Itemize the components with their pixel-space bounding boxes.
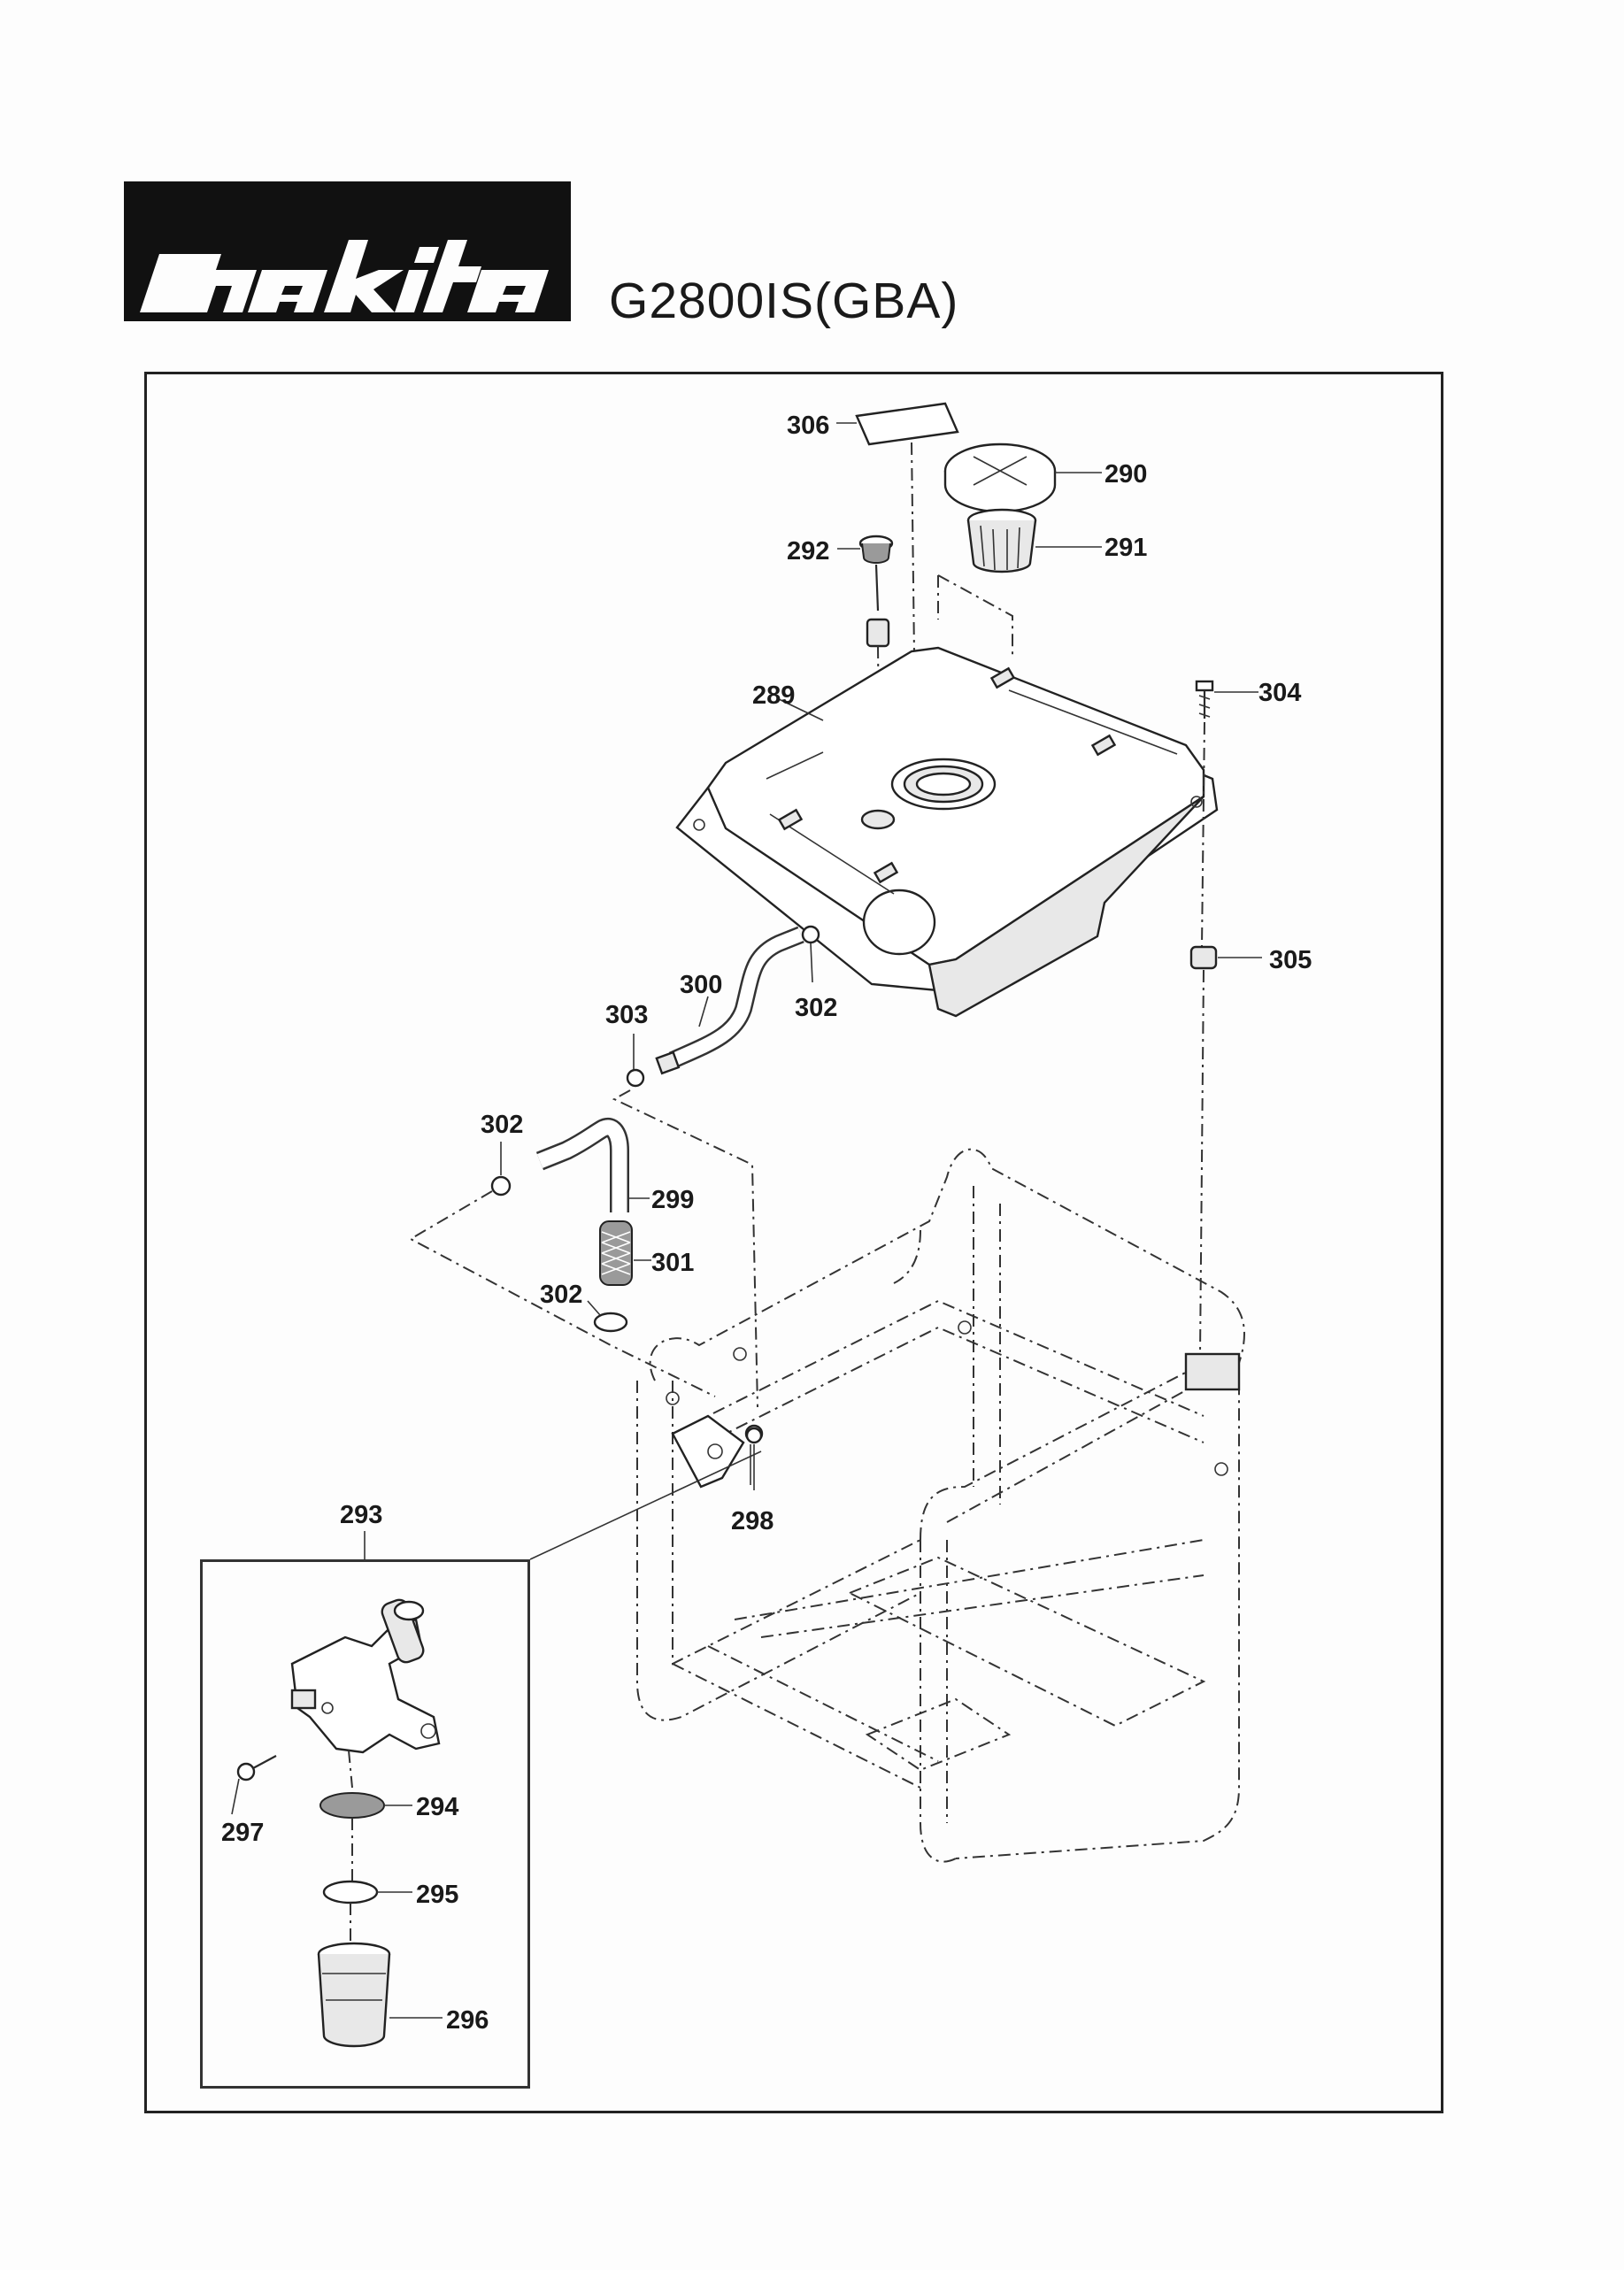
part-label-303: 303 bbox=[605, 1001, 648, 1029]
part-289-fuel-tank bbox=[675, 646, 1219, 1018]
part-303-clamp bbox=[612, 1034, 758, 1408]
part-label-306: 306 bbox=[787, 412, 829, 440]
part-297-screw bbox=[231, 1755, 277, 1815]
part-label-302-middle: 302 bbox=[481, 1111, 523, 1139]
part-label-292: 292 bbox=[787, 537, 829, 566]
part-label-302-lower: 302 bbox=[540, 1281, 582, 1309]
part-299-fuel-hose bbox=[535, 1118, 650, 1212]
generator-frame bbox=[636, 1148, 1245, 1863]
part-293-fuel-cock bbox=[290, 1450, 762, 1754]
part-302-clamp-upper bbox=[801, 925, 820, 983]
part-290-fuel-cap bbox=[943, 442, 1102, 513]
part-304-bolt bbox=[1195, 680, 1258, 948]
part-300-fuel-hose bbox=[655, 926, 804, 1075]
part-label-295: 295 bbox=[416, 1881, 458, 1909]
part-label-294: 294 bbox=[416, 1793, 458, 1821]
part-label-304: 304 bbox=[1258, 679, 1301, 707]
part-label-300: 300 bbox=[680, 971, 722, 999]
part-301-inline-filter bbox=[599, 1220, 651, 1286]
part-label-305: 305 bbox=[1269, 946, 1312, 974]
part-295-o-ring bbox=[322, 1880, 412, 1947]
part-296-fuel-cup bbox=[317, 1942, 443, 2048]
part-label-289: 289 bbox=[752, 681, 795, 710]
part-302-clamp-middle bbox=[408, 1142, 716, 1397]
part-298-bolt bbox=[745, 1427, 763, 1490]
part-label-302-upper: 302 bbox=[795, 994, 837, 1022]
part-291-fuel-strainer bbox=[937, 508, 1102, 655]
part-label-299: 299 bbox=[651, 1186, 694, 1214]
model-title: G2800IS(GBA) bbox=[609, 273, 959, 329]
diagram-frame bbox=[144, 372, 1443, 2113]
part-label-291: 291 bbox=[1104, 534, 1147, 562]
part-label-297: 297 bbox=[221, 1819, 264, 1847]
part-label-296: 296 bbox=[446, 2006, 489, 2035]
part-294-strainer-screen bbox=[319, 1750, 412, 1883]
makita-logo bbox=[124, 181, 571, 321]
fuel-cock-inset-frame bbox=[200, 1559, 530, 2089]
part-label-293: 293 bbox=[340, 1501, 382, 1529]
part-label-298: 298 bbox=[731, 1507, 774, 1535]
part-305-collar bbox=[1189, 945, 1262, 1355]
part-302-clamp-lower bbox=[587, 1300, 628, 1333]
part-label-301: 301 bbox=[651, 1249, 694, 1277]
part-292-tank-breather bbox=[837, 535, 894, 815]
part-label-290: 290 bbox=[1104, 460, 1147, 489]
